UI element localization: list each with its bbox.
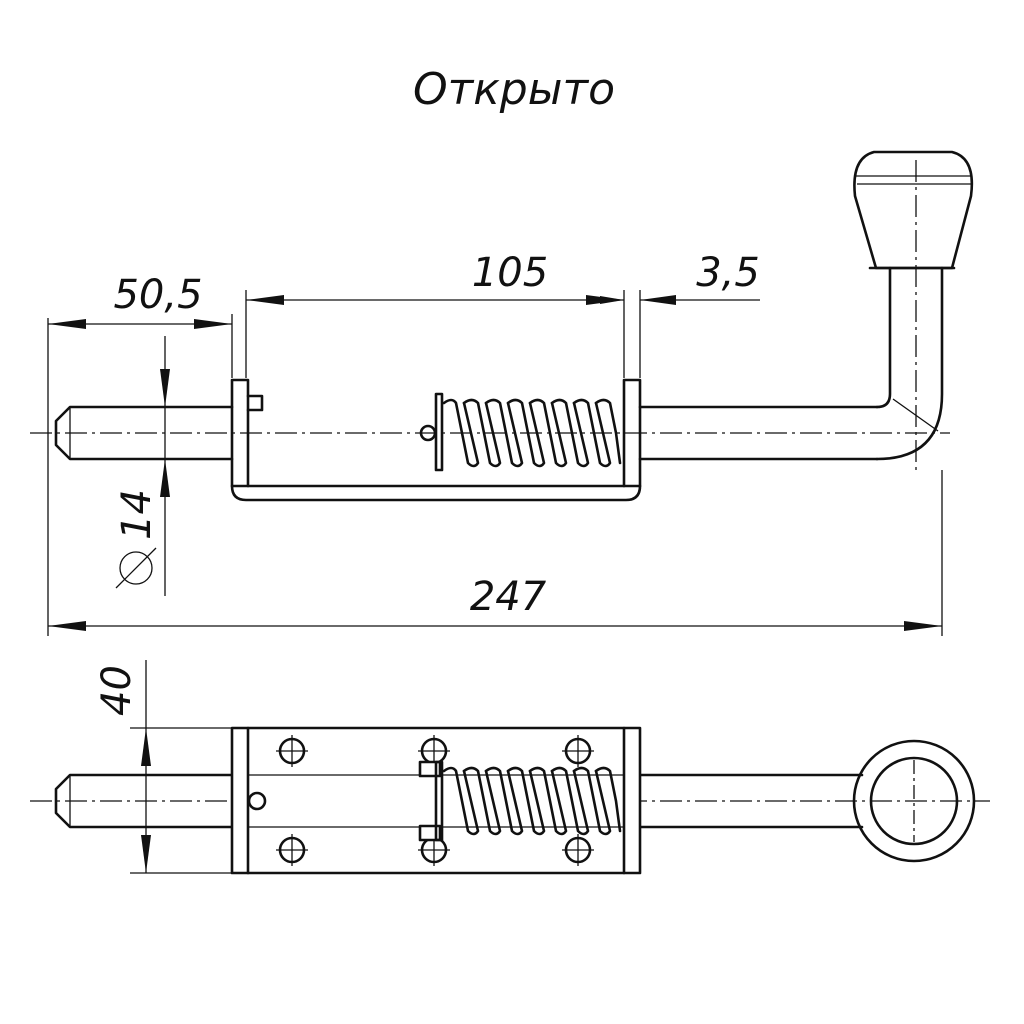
handle-seam [892, 398, 939, 432]
drawing-title: Открыто [413, 64, 615, 115]
arrow [600, 296, 624, 304]
spring-washer [434, 392, 444, 472]
dim-diameter-label-group: 14 [114, 489, 160, 589]
ring-handle-outer [852, 739, 976, 863]
dim-width-label: 40 [94, 665, 140, 716]
diameter-symbol-slash [115, 547, 157, 589]
dim-diameter-label: 14 [114, 489, 160, 540]
ring-handle-inner [869, 756, 959, 846]
arrow [904, 621, 942, 631]
pin-rod-right [638, 405, 879, 461]
housing-channel [230, 484, 642, 502]
arrow [160, 459, 170, 497]
housing-stop-tab [246, 394, 264, 412]
mounting-hole [562, 735, 594, 767]
arrow [48, 621, 86, 631]
handle-knob [853, 150, 974, 270]
arrow [194, 319, 232, 329]
spring-coils [442, 398, 622, 468]
dim-clearance-label: 3,5 [696, 250, 760, 296]
side-view: 50,5 105 3,5 14 247 [30, 150, 974, 636]
plan-view: 40 [30, 660, 990, 875]
plan-stop-pin [247, 791, 267, 811]
arrow [160, 369, 170, 407]
mounting-hole [562, 834, 594, 866]
plan-pin-rod [54, 773, 234, 829]
diameter-symbol [119, 551, 153, 585]
arrow [141, 835, 151, 873]
dim-spring-label: 105 [472, 250, 548, 296]
dim-overall-label: 247 [470, 574, 547, 620]
plan-pin-rod-right [638, 773, 864, 829]
arrow [141, 728, 151, 766]
arrow [640, 295, 676, 305]
arrow [246, 295, 284, 305]
plan-spring-washer [434, 760, 444, 842]
arrow [48, 319, 86, 329]
dim-overhang-label: 50,5 [113, 272, 202, 318]
pin-rod [54, 405, 234, 461]
plan-spring-coils [442, 766, 622, 836]
mounting-hole [276, 735, 308, 767]
mounting-hole [276, 834, 308, 866]
handle-bend [875, 266, 944, 461]
